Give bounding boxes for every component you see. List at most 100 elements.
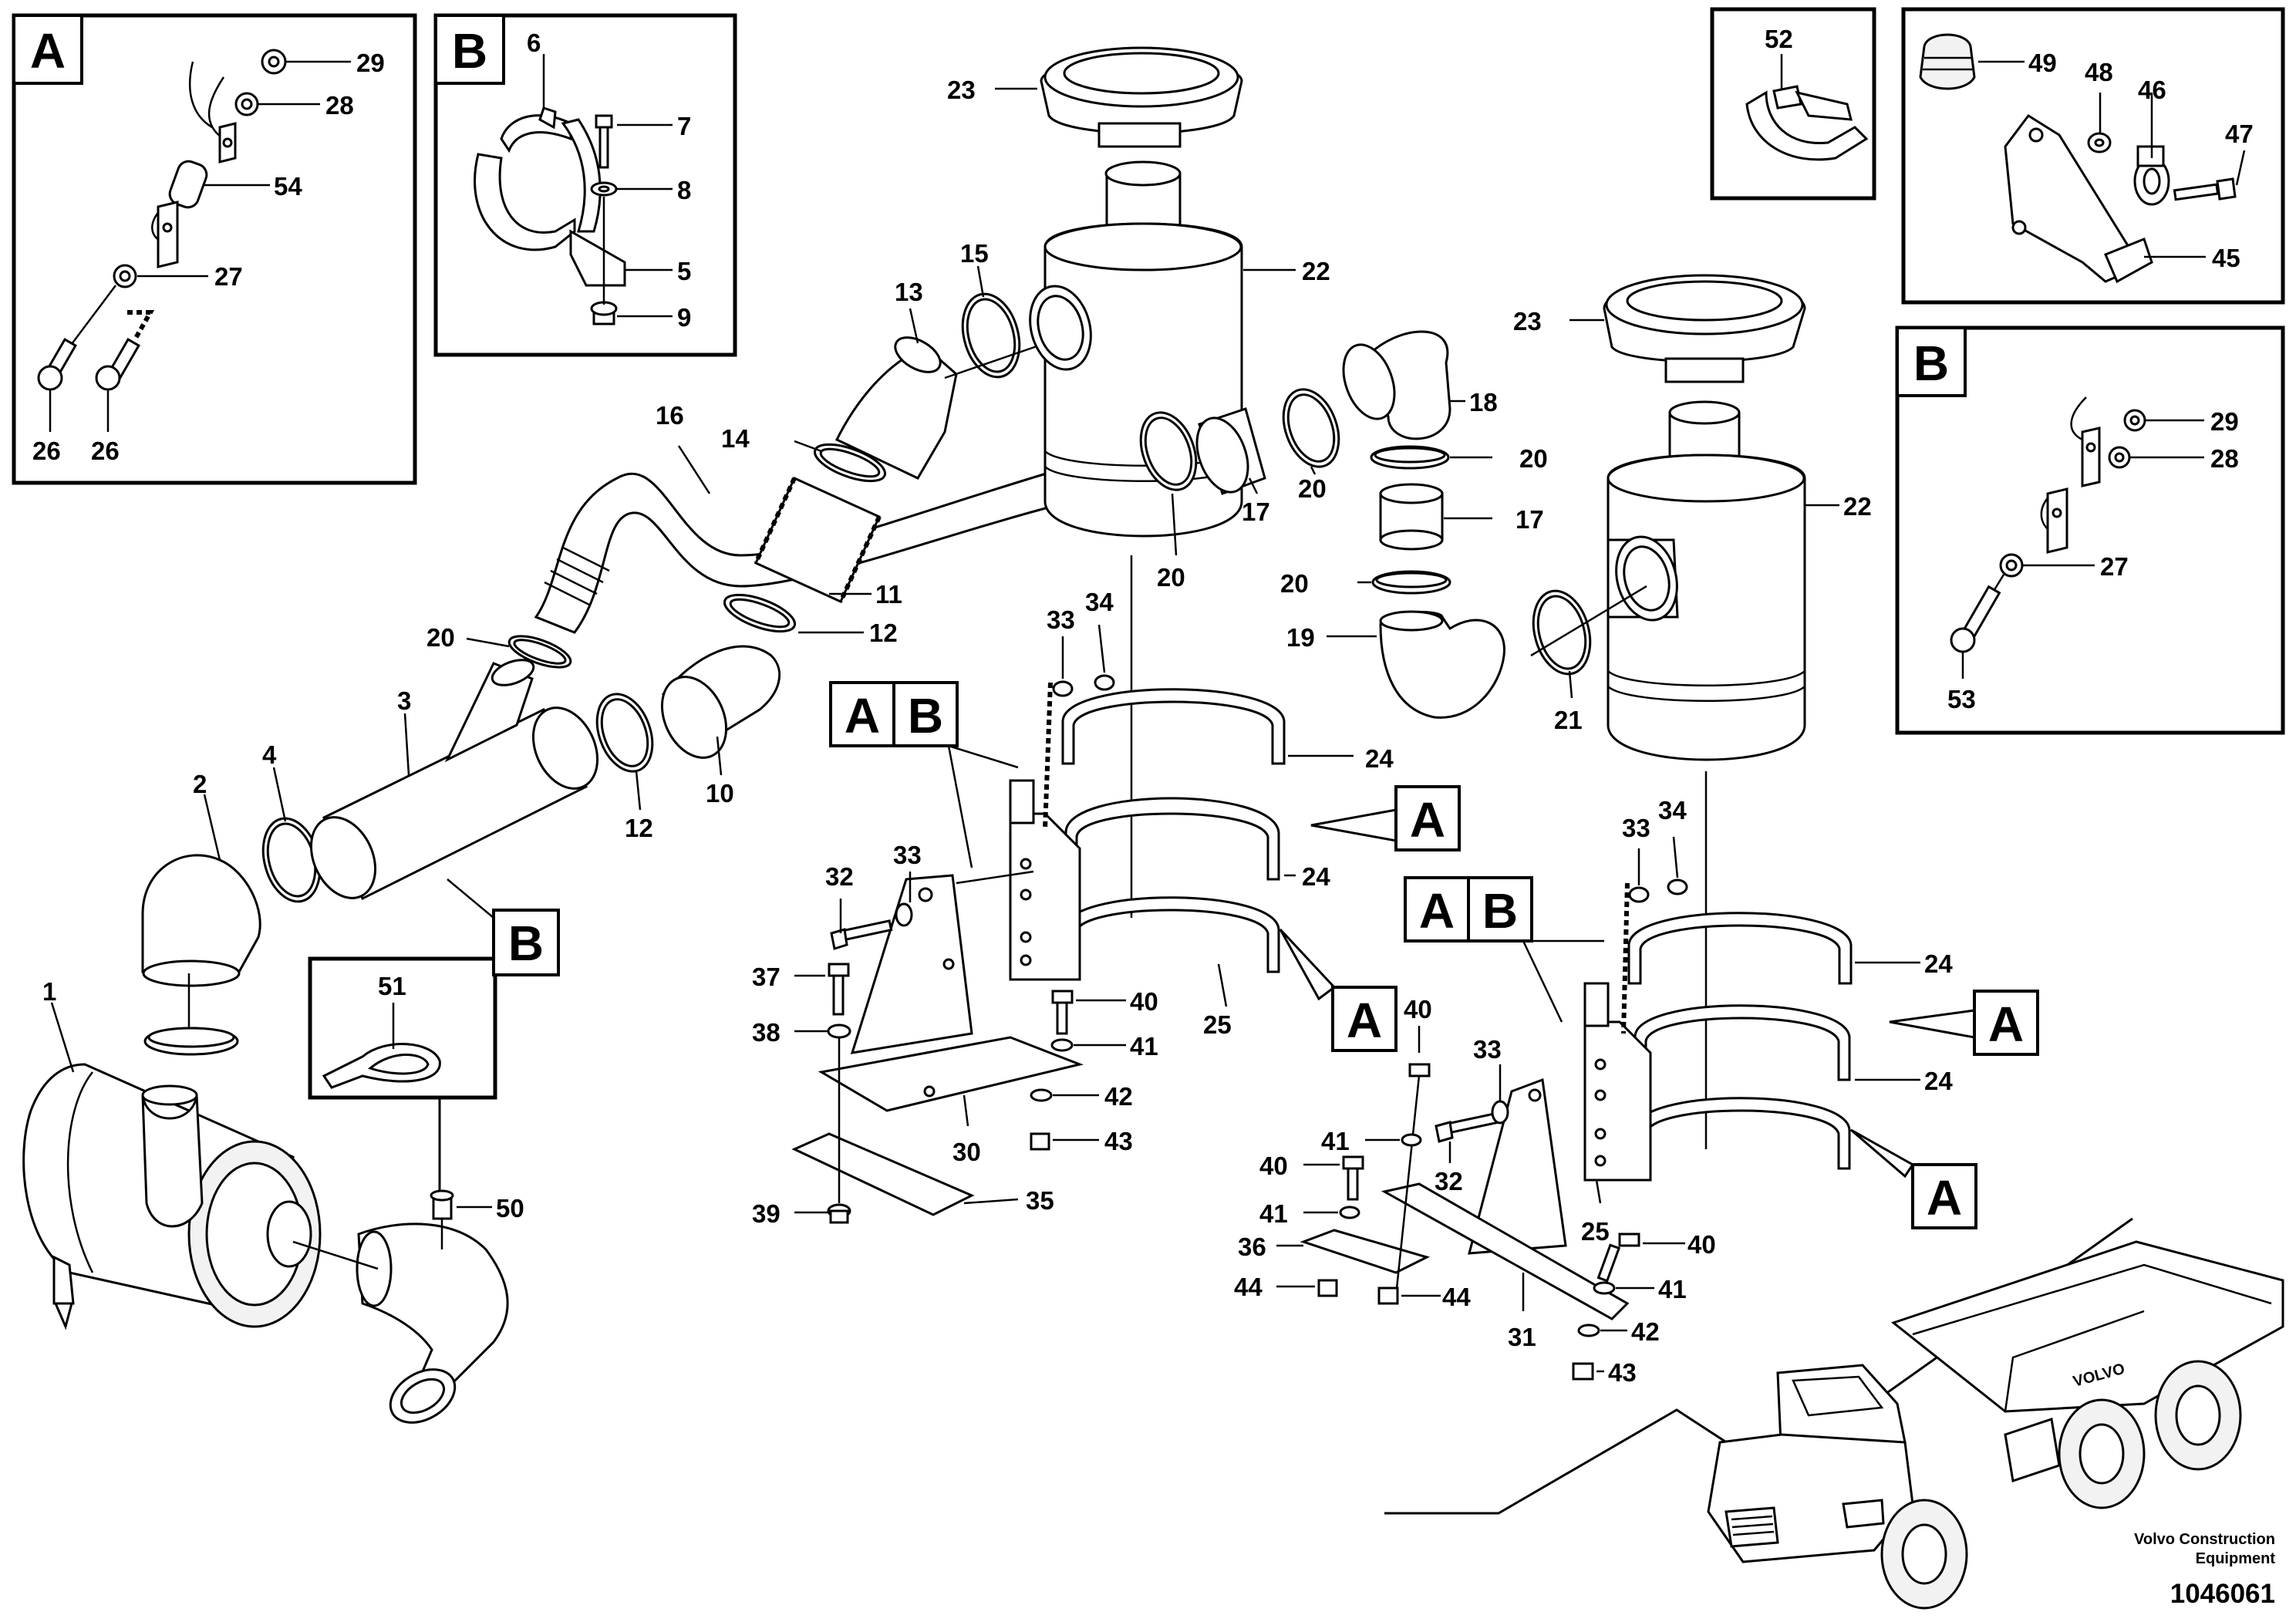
label-25a: 25	[1203, 1010, 1232, 1039]
label-42a: 42	[1104, 1082, 1133, 1111]
air-cleaner-center: 23 22 20 17 20 18	[947, 46, 1498, 918]
label-29a: 29	[356, 49, 385, 77]
brand-name-line2: Equipment	[2196, 1550, 2276, 1567]
label-47: 47	[2225, 120, 2254, 148]
label-42b: 42	[1631, 1317, 1660, 1346]
label-40a: 40	[1130, 987, 1158, 1016]
label-40c: 40	[1259, 1152, 1288, 1180]
inset-a: A 29 28 54 27 26 26	[12, 13, 417, 485]
label-33d: 33	[1473, 1035, 1502, 1064]
label-11: 11	[875, 580, 902, 609]
label-41b: 41	[1321, 1127, 1350, 1155]
callout-ab2-a: A	[1419, 883, 1455, 939]
label-35: 35	[1026, 1186, 1054, 1215]
callout-b-main: B	[508, 916, 544, 971]
label-48: 48	[2085, 58, 2113, 86]
label-5: 5	[677, 257, 691, 285]
label-30: 30	[952, 1138, 981, 1166]
label-20e: 20	[1280, 569, 1309, 598]
inset-b-letter: B	[452, 23, 487, 79]
label-22b: 22	[1843, 492, 1872, 521]
label-20a: 20	[426, 623, 455, 652]
label-18: 18	[1469, 388, 1498, 416]
inset-b-right-letter: B	[1913, 336, 1949, 391]
label-20c: 20	[1298, 474, 1327, 503]
label-34a: 34	[1085, 588, 1114, 616]
label-7: 7	[677, 112, 691, 140]
hauler-illustration: VOLVO Volvo Construction Equipment 10460…	[1384, 1217, 2284, 1610]
mount-center: A B 24 24 25 33 34 A A	[752, 588, 1461, 1228]
label-26a: 26	[32, 437, 61, 465]
callout-a-main2: A	[1347, 993, 1382, 1048]
label-14: 14	[721, 424, 750, 453]
label-33b: 33	[893, 841, 922, 869]
label-19: 19	[1286, 623, 1315, 652]
label-43a: 43	[1104, 1127, 1133, 1155]
inset-b-right: B 29 28 27 53	[1895, 325, 2285, 735]
label-12b: 12	[625, 814, 653, 842]
label-53: 53	[1947, 685, 1976, 713]
label-20b: 20	[1157, 563, 1185, 592]
label-46: 46	[2138, 76, 2166, 104]
inset-a-letter: A	[30, 23, 66, 79]
label-20d: 20	[1519, 444, 1548, 473]
label-49: 49	[2028, 49, 2057, 77]
label-10: 10	[706, 779, 734, 808]
inset-bracket: 49 48 46 47 45	[1901, 7, 2285, 305]
label-44a: 44	[1234, 1273, 1263, 1301]
label-40b: 40	[1404, 995, 1432, 1023]
label-6: 6	[527, 29, 541, 57]
label-50: 50	[496, 1194, 524, 1222]
label-22a: 22	[1302, 257, 1330, 285]
ducting-left: 2 4 3 B 12 10 20	[141, 239, 1084, 1056]
label-45: 45	[2212, 244, 2240, 272]
label-2: 2	[193, 770, 207, 798]
inset-52: 52	[1710, 7, 1876, 201]
callout-ab1-a: A	[845, 688, 880, 744]
label-4: 4	[262, 740, 277, 769]
label-34b: 34	[1658, 796, 1687, 824]
label-26b: 26	[91, 437, 120, 465]
inset-51: 51	[308, 956, 497, 1192]
label-36: 36	[1238, 1233, 1266, 1261]
label-41d: 41	[1658, 1275, 1687, 1303]
label-39: 39	[752, 1199, 781, 1228]
label-32a: 32	[825, 862, 854, 891]
label-25b: 25	[1581, 1217, 1610, 1246]
label-17b: 17	[1515, 505, 1544, 534]
label-41a: 41	[1130, 1032, 1158, 1061]
label-8: 8	[677, 176, 691, 204]
label-21: 21	[1554, 706, 1583, 734]
callout-ab1-b: B	[908, 688, 943, 744]
label-43b: 43	[1608, 1358, 1637, 1387]
callout-a-main1: A	[1410, 792, 1445, 848]
label-32b: 32	[1435, 1167, 1463, 1195]
label-23a: 23	[947, 76, 976, 104]
label-33a: 33	[1047, 605, 1075, 634]
callout-a-main4: A	[1927, 1170, 1962, 1226]
label-9: 9	[677, 303, 691, 332]
label-33c: 33	[1622, 814, 1650, 842]
label-24a: 24	[1365, 744, 1394, 773]
mount-right: A B 24 24 25 33 34 A A	[1234, 796, 2039, 1387]
label-51: 51	[378, 972, 406, 1000]
label-1: 1	[42, 977, 56, 1006]
air-cleaner-left: 1 50	[22, 977, 524, 1424]
air-cleaner-right: 23 22 21 20 17 20 19	[1280, 274, 1872, 1149]
label-3: 3	[397, 686, 411, 715]
label-27a: 27	[214, 262, 243, 291]
label-52: 52	[1765, 25, 1793, 53]
label-27b: 27	[2100, 552, 2129, 581]
label-23b: 23	[1513, 307, 1542, 336]
label-15: 15	[960, 239, 989, 268]
label-24b: 24	[1302, 862, 1330, 891]
callout-a-main3: A	[1988, 996, 2024, 1052]
label-54: 54	[274, 172, 302, 201]
inset-b-top: B 6 7 8 5 9	[433, 13, 737, 357]
label-24c: 24	[1924, 949, 1953, 978]
label-44b: 44	[1442, 1283, 1471, 1311]
label-40d: 40	[1687, 1230, 1716, 1259]
label-31: 31	[1508, 1323, 1536, 1351]
label-24d: 24	[1924, 1067, 1953, 1095]
